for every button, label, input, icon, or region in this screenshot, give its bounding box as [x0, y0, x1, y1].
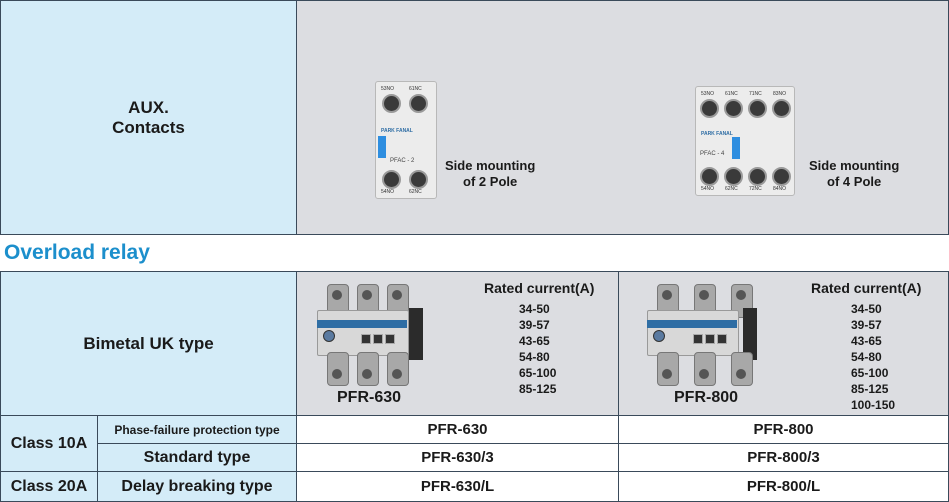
bimetal-type-label: Bimetal UK type	[83, 333, 214, 353]
aux-4-pole-model: PFAC - 4	[700, 151, 725, 157]
class-10a-cell: Class 10A	[0, 415, 98, 472]
class-20a-cell: Class 20A	[0, 471, 98, 502]
aux-2-pole-description: Side mounting of 2 Pole	[445, 158, 536, 189]
rating-item: 54-80	[519, 350, 550, 364]
rating-item: 65-100	[519, 366, 557, 380]
aux-4-pole-brand: PARK FANAL	[701, 131, 733, 137]
relay-630-ratings: 34-50 39-57 43-65 54-80 65-100 85-125	[519, 301, 556, 397]
aux-2-pole-brand: PARK FANAL	[381, 128, 413, 134]
aux-contact-2-pole-image: 53NO 61NC PARK FANAL PFAC - 2 54NO 62NC	[375, 81, 437, 199]
aux-contacts-image-cell: 53NO 61NC PARK FANAL PFAC - 2 54NO 62NC …	[296, 0, 949, 235]
bimetal-type-label-cell: Bimetal UK type	[0, 271, 297, 416]
phase-failure-type-label: Phase-failure protection type	[114, 422, 280, 437]
phase-failure-type-cell: Phase-failure protection type	[97, 415, 297, 444]
row2-800-value: PFR-800/3	[747, 449, 820, 466]
class-10a-label: Class 10A	[10, 434, 88, 452]
rating-item: 43-65	[519, 334, 550, 348]
row1-630-value: PFR-630	[427, 421, 488, 438]
standard-type-cell: Standard type	[97, 443, 297, 472]
relay-800-rated-title: Rated current(A)	[811, 280, 922, 296]
overload-relay-heading: Overload relay	[4, 241, 150, 264]
relay-630-cell: PFR-630 Rated current(A) 34-50 39-57 43-…	[296, 271, 619, 416]
row2-630-value: PFR-630/3	[421, 449, 494, 466]
relay-630-rated-title: Rated current(A)	[484, 280, 595, 296]
aux-4-pole-description: Side mounting of 4 Pole	[809, 158, 900, 189]
row1-800-cell: PFR-800	[618, 415, 949, 444]
standard-type-label: Standard type	[143, 448, 251, 466]
rating-item: 85-125	[519, 382, 557, 396]
row1-800-value: PFR-800	[753, 421, 814, 438]
row3-800-cell: PFR-800/L	[618, 471, 949, 502]
rating-item: 100-150	[851, 398, 896, 412]
rating-item: 39-57	[519, 318, 550, 332]
row3-800-value: PFR-800/L	[746, 478, 821, 495]
relay-800-cell: PFR-800 Rated current(A) 34-50 39-57 43-…	[618, 271, 949, 416]
row3-630-value: PFR-630/L	[420, 478, 495, 495]
rating-item: 43-65	[851, 334, 882, 348]
rating-item: 34-50	[519, 302, 550, 316]
rating-item: 54-80	[851, 350, 882, 364]
rating-item: 65-100	[851, 366, 889, 380]
rating-item: 85-125	[851, 382, 889, 396]
aux-contact-4-pole-image: 53NO 61NC 71NC 83NO PARK FANAL PFAC - 4 …	[695, 86, 795, 196]
rating-item: 39-57	[851, 318, 882, 332]
relay-800-ratings: 34-50 39-57 43-65 54-80 65-100 85-125 10…	[851, 301, 895, 413]
aux-contacts-label-cell: AUX. Contacts	[0, 0, 297, 235]
delay-breaking-type-cell: Delay breaking type	[97, 471, 297, 502]
row2-800-cell: PFR-800/3	[618, 443, 949, 472]
aux-2-pole-model: PFAC - 2	[390, 158, 415, 164]
relay-630-model: PFR-630	[337, 389, 402, 406]
row3-630-cell: PFR-630/L	[296, 471, 619, 502]
relay-800-model: PFR-800	[674, 389, 739, 406]
delay-breaking-type-label: Delay breaking type	[121, 477, 273, 495]
rating-item: 34-50	[851, 302, 882, 316]
class-20a-label: Class 20A	[10, 477, 88, 495]
row1-630-cell: PFR-630	[296, 415, 619, 444]
aux-contacts-label: AUX. Contacts	[112, 97, 185, 137]
row2-630-cell: PFR-630/3	[296, 443, 619, 472]
